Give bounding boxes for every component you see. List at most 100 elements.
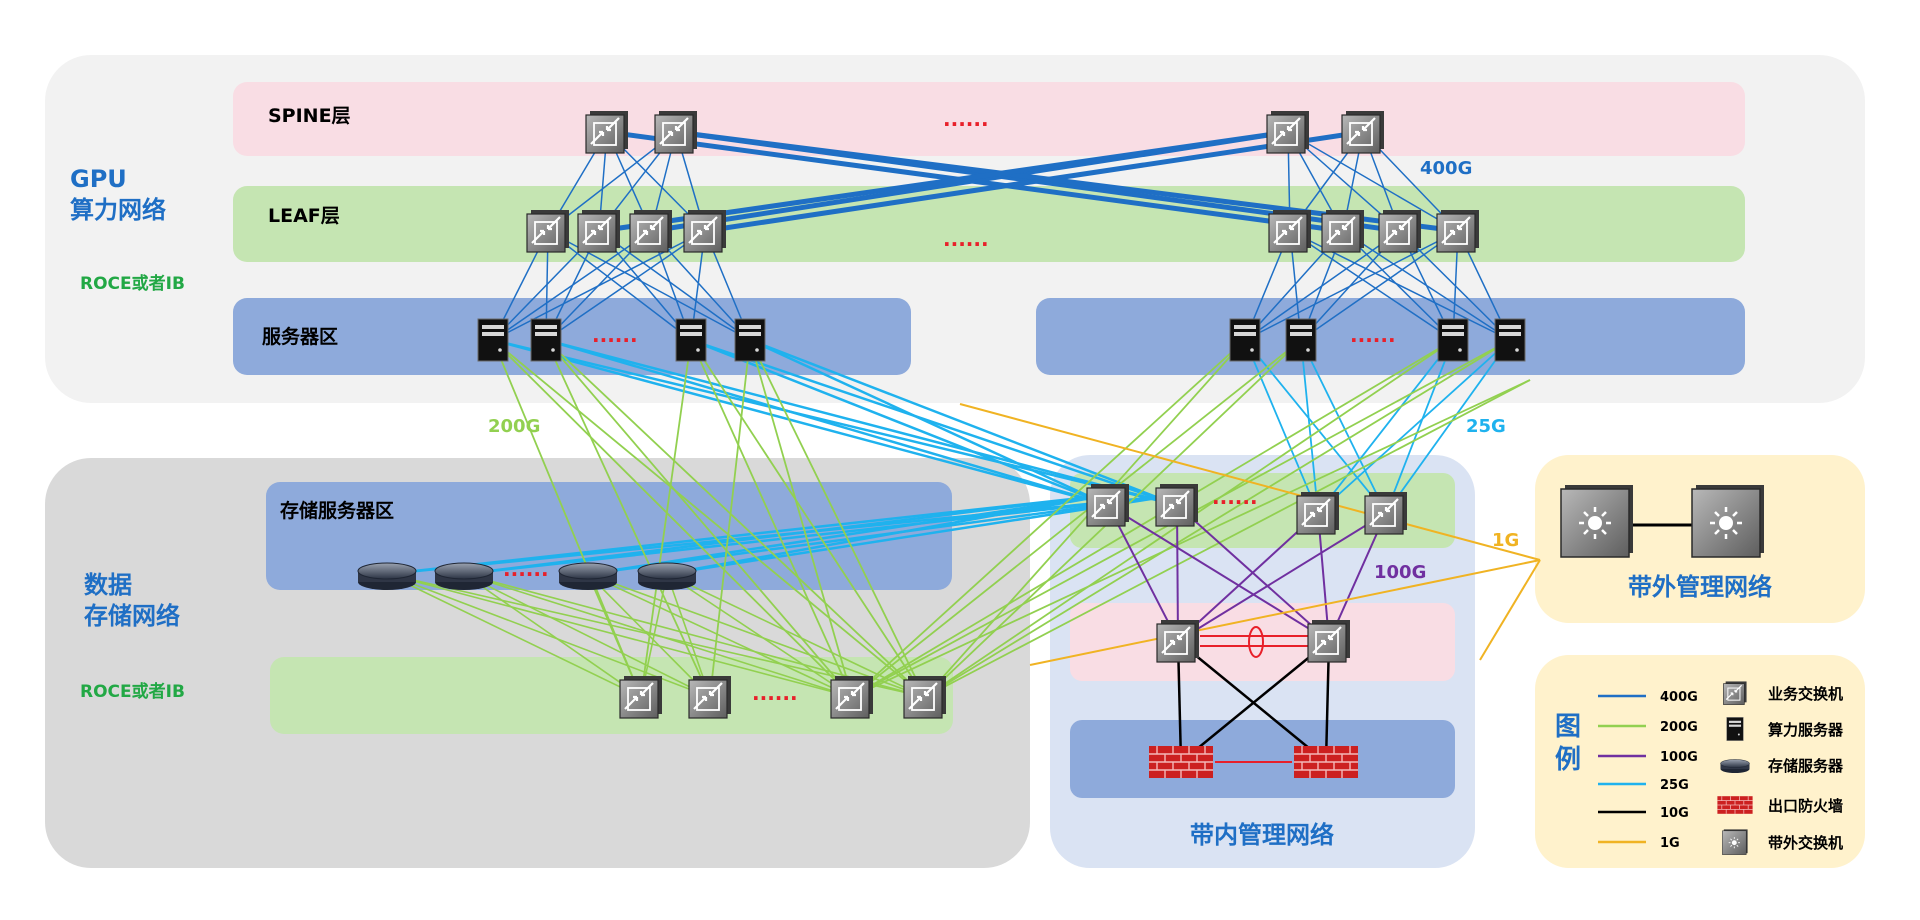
legend-oob-switch-icon [1721, 828, 1749, 856]
lag-bundle-mark [1248, 626, 1264, 658]
link-1g [959, 403, 1541, 561]
firewall-icon [1148, 745, 1214, 779]
legend-storage-disk-icon [1720, 759, 1750, 774]
leaf-layer-label: LEAF层 [268, 205, 340, 227]
inband-leaf-switch-icon [1295, 490, 1341, 536]
inband-leaf-switch-icon [1154, 482, 1200, 528]
inband-firewall-band [1070, 720, 1455, 798]
legend-line-label: 200G [1660, 720, 1698, 735]
link-200g [749, 339, 853, 698]
legend-switch-icon [1722, 680, 1748, 706]
label-400g: 400G [1420, 158, 1472, 179]
storage-disk-ellipsis: ...... [503, 557, 549, 581]
link-100g [1177, 512, 1319, 642]
legend-firewall-icon [1717, 795, 1753, 815]
link-200g [924, 339, 1511, 698]
server-zone-right-band [1036, 298, 1745, 375]
legend-line-label: 25G [1660, 778, 1689, 793]
leaf-switch-icon [628, 208, 674, 254]
storage-disk-icon [357, 562, 417, 591]
server-icon [1726, 717, 1744, 741]
link-200g [666, 573, 926, 698]
link-200g [463, 573, 853, 698]
legend-title-line1: 图 [1555, 712, 1581, 742]
link-25g [1385, 339, 1511, 514]
storage-disk-icon [1720, 759, 1750, 774]
server-zone-label: 服务器区 [262, 325, 338, 348]
link-400g [1287, 131, 1459, 232]
spine-layer-band [233, 82, 1745, 156]
gpu-server-icon [1437, 318, 1469, 362]
leaf-switch-icon [525, 208, 571, 254]
spine-switch-icon [1265, 109, 1311, 155]
legend-device-label: 业务交换机 [1768, 685, 1843, 703]
label-1g: 1G [1492, 530, 1519, 551]
inband-core-switch-icon [1306, 618, 1352, 664]
link-lines [386, 129, 1692, 763]
link-200g [492, 339, 853, 698]
leaf-switch-icon [1435, 208, 1481, 254]
storage-switch-ellipsis: ...... [752, 681, 798, 705]
storage-protocol-label: ROCE或者IB [80, 681, 185, 702]
legend-panel [1535, 655, 1865, 868]
link-200g [386, 573, 642, 698]
legend-device-label: 带外交换机 [1768, 834, 1843, 852]
legend-line-label: 400G [1660, 690, 1698, 705]
link-200g [545, 339, 926, 698]
legend-server-icon [1726, 717, 1744, 741]
gpu-server-icon [675, 318, 707, 362]
gpu-title-line2: 算力网络 [70, 196, 166, 224]
gpu-server-icon [530, 318, 562, 362]
storage-switch-icon [829, 674, 875, 720]
spine-ellipsis: ...... [943, 107, 989, 131]
spine-layer-label: SPINE层 [268, 105, 351, 127]
inband-core-switch-icon [1155, 618, 1201, 664]
link-200g [709, 339, 751, 698]
link-200g [492, 339, 926, 698]
link-25g [1317, 339, 1511, 514]
link-25g [1300, 339, 1387, 514]
spine-switch-icon [584, 109, 630, 155]
inband-ellipsis: ...... [1212, 485, 1258, 509]
storage-disk-icon [434, 562, 494, 591]
legend-device-label: 出口防火墙 [1768, 797, 1843, 815]
link-400g [545, 230, 706, 341]
link-10g [1180, 640, 1330, 763]
gpu-server-icon [1285, 318, 1317, 362]
oob-switch-icon [1690, 483, 1766, 559]
gpu-title-line1: GPU [70, 165, 127, 193]
storage-zone-label: 存储服务器区 [280, 499, 394, 522]
storage-switch-icon [687, 674, 733, 720]
gpu-server-icon [1494, 318, 1526, 362]
storage-title-line2: 存储网络 [84, 602, 180, 630]
storage-title-line1: 数据 [84, 571, 132, 599]
firewall-icon [1717, 795, 1753, 815]
link-1g [1029, 559, 1541, 666]
link-200g [587, 573, 853, 698]
leaf-switch-icon [1320, 208, 1366, 254]
gpu-server-icon [734, 318, 766, 362]
server-right-ellipsis: ...... [1350, 323, 1396, 347]
inband-title: 带内管理网络 [1190, 821, 1334, 849]
link-200g [690, 339, 853, 698]
storage-server-zone-band [266, 482, 952, 590]
legend-line-label: 100G [1660, 750, 1698, 765]
link-400g-cross [704, 129, 1364, 234]
link-200g [463, 573, 642, 698]
link-200g [545, 339, 711, 698]
oob-switch-icon [1559, 483, 1635, 559]
leaf-switch-icon [1377, 208, 1423, 254]
link-200g [587, 573, 711, 698]
leaf-switch-icon [682, 208, 728, 254]
link-400g [547, 230, 692, 341]
label-100g: 100G [1374, 562, 1426, 583]
server-left-ellipsis: ...... [592, 323, 638, 347]
leaf-switch-icon [576, 208, 622, 254]
link-200g [640, 339, 692, 698]
link-25g [1317, 339, 1454, 514]
gpu-protocol-label: ROCE或者IB [80, 273, 185, 294]
link-400g [1244, 230, 1459, 341]
link-100g [1107, 504, 1179, 642]
firewall-icon [1293, 745, 1359, 779]
